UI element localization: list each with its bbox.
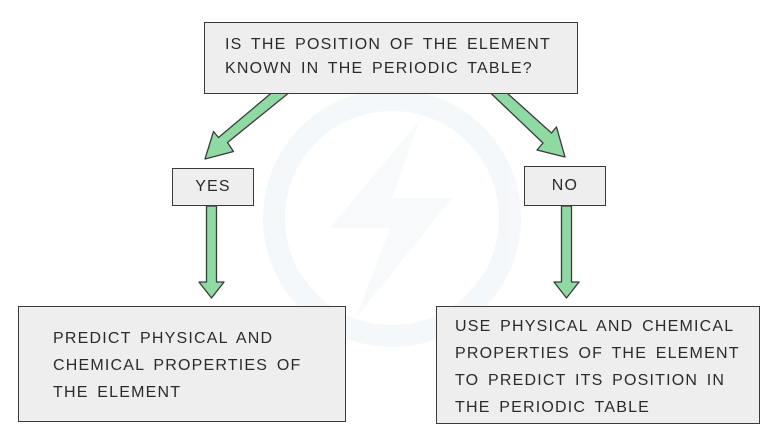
no-outcome-line-4: THE PERIODIC TABLE [455, 399, 651, 416]
yes-outcome-line-1: PREDICT PHYSICAL AND [53, 330, 274, 347]
no-outcome-line-3: TO PREDICT ITS POSITION IN [455, 372, 726, 389]
no-label: NO [551, 177, 579, 194]
lightning-bolt-watermark-icon [263, 89, 521, 347]
arrow-yes-to-prediction [198, 205, 225, 299]
arrow-question-to-yes [204, 83, 292, 160]
no-box: NO [524, 166, 606, 206]
yes-outcome-line-2: CHEMICAL PROPERTIES OF [53, 357, 302, 374]
yes-outcome-line-3: THE ELEMENT [53, 384, 182, 401]
yes-box: YES [172, 168, 254, 206]
yes-label: YES [195, 178, 231, 195]
question-box: IS THE POSITION OF THE ELEMENT KNOWN IN … [204, 22, 578, 94]
no-outcome-box: USE PHYSICAL AND CHEMICAL PROPERTIES OF … [436, 306, 760, 424]
arrow-no-to-use-properties [553, 205, 580, 299]
no-outcome-line-2: PROPERTIES OF THE ELEMENT [455, 345, 740, 362]
yes-outcome-box: PREDICT PHYSICAL AND CHEMICAL PROPERTIES… [18, 306, 346, 422]
question-line-1: IS THE POSITION OF THE ELEMENT [225, 36, 552, 53]
arrow-question-to-no [487, 83, 566, 158]
question-line-2: KNOWN IN THE PERIODIC TABLE? [225, 60, 533, 77]
no-outcome-line-1: USE PHYSICAL AND CHEMICAL [455, 318, 735, 335]
